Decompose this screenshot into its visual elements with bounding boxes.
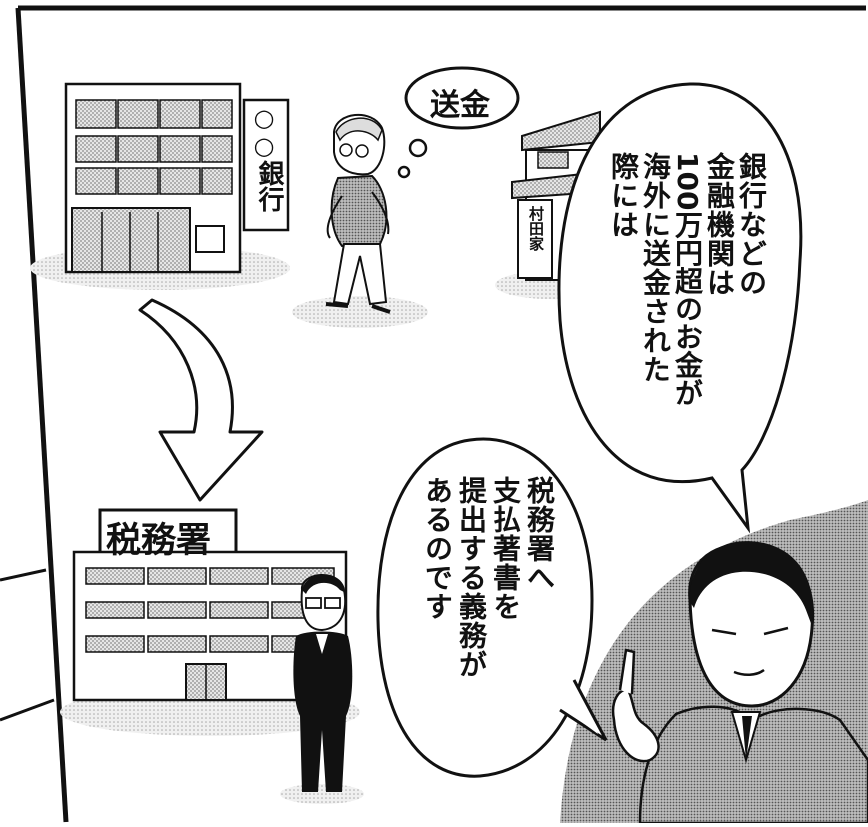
speech-2-line-4: あるのです	[421, 476, 454, 621]
thought-bubble	[397, 66, 520, 179]
panel-border	[0, 5, 866, 823]
speech-2-line-3: 提出する義務が	[455, 476, 488, 679]
thought-bubble-text: 送金	[430, 88, 490, 123]
speech-1-line-4: 海外に送金された	[639, 152, 672, 384]
bank-sign-circles: ○○	[250, 104, 278, 160]
bank-building	[30, 82, 290, 290]
speech-2-line-2: 支払著書を	[489, 476, 522, 621]
speech-bubble-main	[557, 82, 803, 534]
speech-bubble-secondary	[376, 437, 594, 778]
walking-old-man	[292, 113, 428, 328]
speech-1-line-3: 100万円超のお金が	[671, 152, 704, 407]
speaking-man-figure	[611, 541, 868, 825]
speech-1-line-5: 際には	[607, 152, 640, 239]
tax-office-building	[60, 508, 360, 736]
tax-office-sign: 税務署	[106, 521, 212, 561]
down-arrow	[138, 298, 264, 502]
house-nameplate: 村田家	[527, 206, 545, 251]
bank-sign-text: 銀行	[254, 160, 284, 212]
tax-officer-figure	[280, 574, 364, 804]
speech-1-line-1: 銀行などの	[735, 152, 768, 297]
speech-2-line-1: 税務署へ	[523, 476, 556, 592]
speech-1-line-2: 金融機関は	[703, 152, 736, 297]
